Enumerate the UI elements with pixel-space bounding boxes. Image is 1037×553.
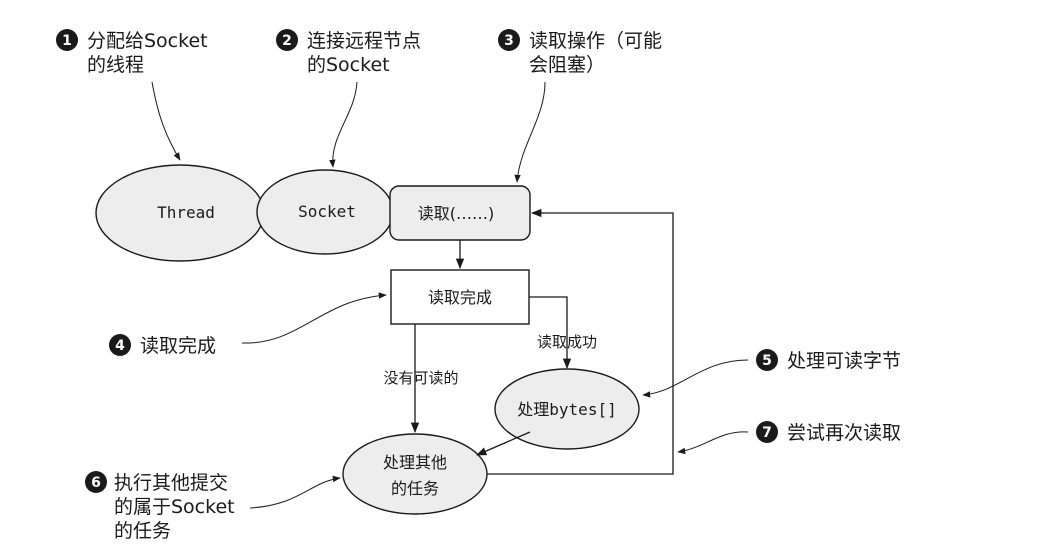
other-tasks-line-2: 的任务 — [391, 479, 439, 498]
callout-7-pointer — [677, 431, 749, 455]
thread-node: Thread — [95, 164, 265, 262]
callout-7: 7 尝试再次读取 — [677, 421, 901, 455]
callout-1-number: 1 — [62, 33, 72, 49]
callout-4-badge — [109, 334, 131, 356]
read-done-node: 读取完成 — [390, 269, 530, 325]
callout-6-number: 6 — [91, 475, 101, 491]
edge-label-nothing-readable: 没有可读的 — [383, 369, 458, 387]
callout-3: 3 读取操作（可能 会阻塞） — [498, 29, 662, 183]
done-to-bytes-arrow — [529, 296, 572, 370]
callout-6-line-1: 执行其他提交 — [114, 472, 228, 494]
callout-5-line-1: 处理可读字节 — [787, 350, 901, 372]
callout-4-number: 4 — [115, 338, 125, 354]
callout-1-pointer — [151, 81, 181, 161]
thread-label: Thread — [157, 203, 215, 222]
bytes-to-tasks-arrow — [476, 431, 531, 456]
callout-3-pointer — [514, 81, 546, 183]
callout-7-badge — [756, 421, 778, 443]
read-label: 读取(……) — [418, 204, 495, 223]
read-done-label: 读取完成 — [428, 288, 492, 307]
callout-2: 2 连接远程节点 的Socket — [276, 29, 421, 168]
socket-node: Socket — [256, 169, 394, 255]
process-bytes-node: 处理bytes[] — [494, 368, 640, 450]
other-tasks-line-1: 处理其他 — [383, 453, 447, 472]
callout-7-line-1: 尝试再次读取 — [787, 422, 901, 444]
callout-4: 4 读取完成 — [109, 292, 387, 357]
callout-6-line-2: 的属于Socket — [114, 496, 235, 518]
callout-4-pointer — [241, 292, 387, 344]
edge-label-read-success: 读取成功 — [537, 333, 597, 351]
callout-5-pointer — [642, 359, 749, 398]
callout-1-line-1: 分配给Socket — [87, 30, 208, 52]
callout-6: 6 执行其他提交 的属于Socket 的任务 — [85, 471, 341, 542]
callout-3-line-2: 会阻塞） — [529, 54, 605, 76]
callout-6-line-3: 的任务 — [114, 520, 171, 542]
callout-6-pointer — [249, 475, 341, 509]
callout-2-badge — [276, 29, 298, 51]
callout-2-line-1: 连接远程节点 — [307, 30, 421, 52]
callout-5-number: 5 — [762, 353, 772, 369]
callout-2-line-2: 的Socket — [307, 54, 390, 76]
callout-3-badge — [498, 29, 520, 51]
process-bytes-label: 处理bytes[] — [517, 400, 616, 419]
other-tasks-node: 处理其他 的任务 — [342, 433, 488, 515]
callout-1-badge — [56, 29, 78, 51]
callout-3-number: 3 — [504, 33, 514, 49]
callout-5-badge — [756, 349, 778, 371]
callout-4-line-1: 读取完成 — [140, 335, 216, 357]
callout-2-pointer — [329, 81, 358, 168]
read-node: 读取(……) — [389, 185, 531, 241]
callout-1: 1 分配给Socket 的线程 — [56, 29, 208, 161]
callout-5: 5 处理可读字节 — [642, 349, 901, 398]
callout-6-badge — [85, 471, 107, 493]
callout-3-line-1: 读取操作（可能 — [529, 30, 662, 52]
callout-1-line-2: 的线程 — [87, 54, 144, 76]
loop-back-arrow — [487, 208, 674, 475]
socket-label: Socket — [298, 202, 356, 221]
callout-2-number: 2 — [282, 33, 292, 49]
callout-7-number: 7 — [762, 425, 772, 441]
